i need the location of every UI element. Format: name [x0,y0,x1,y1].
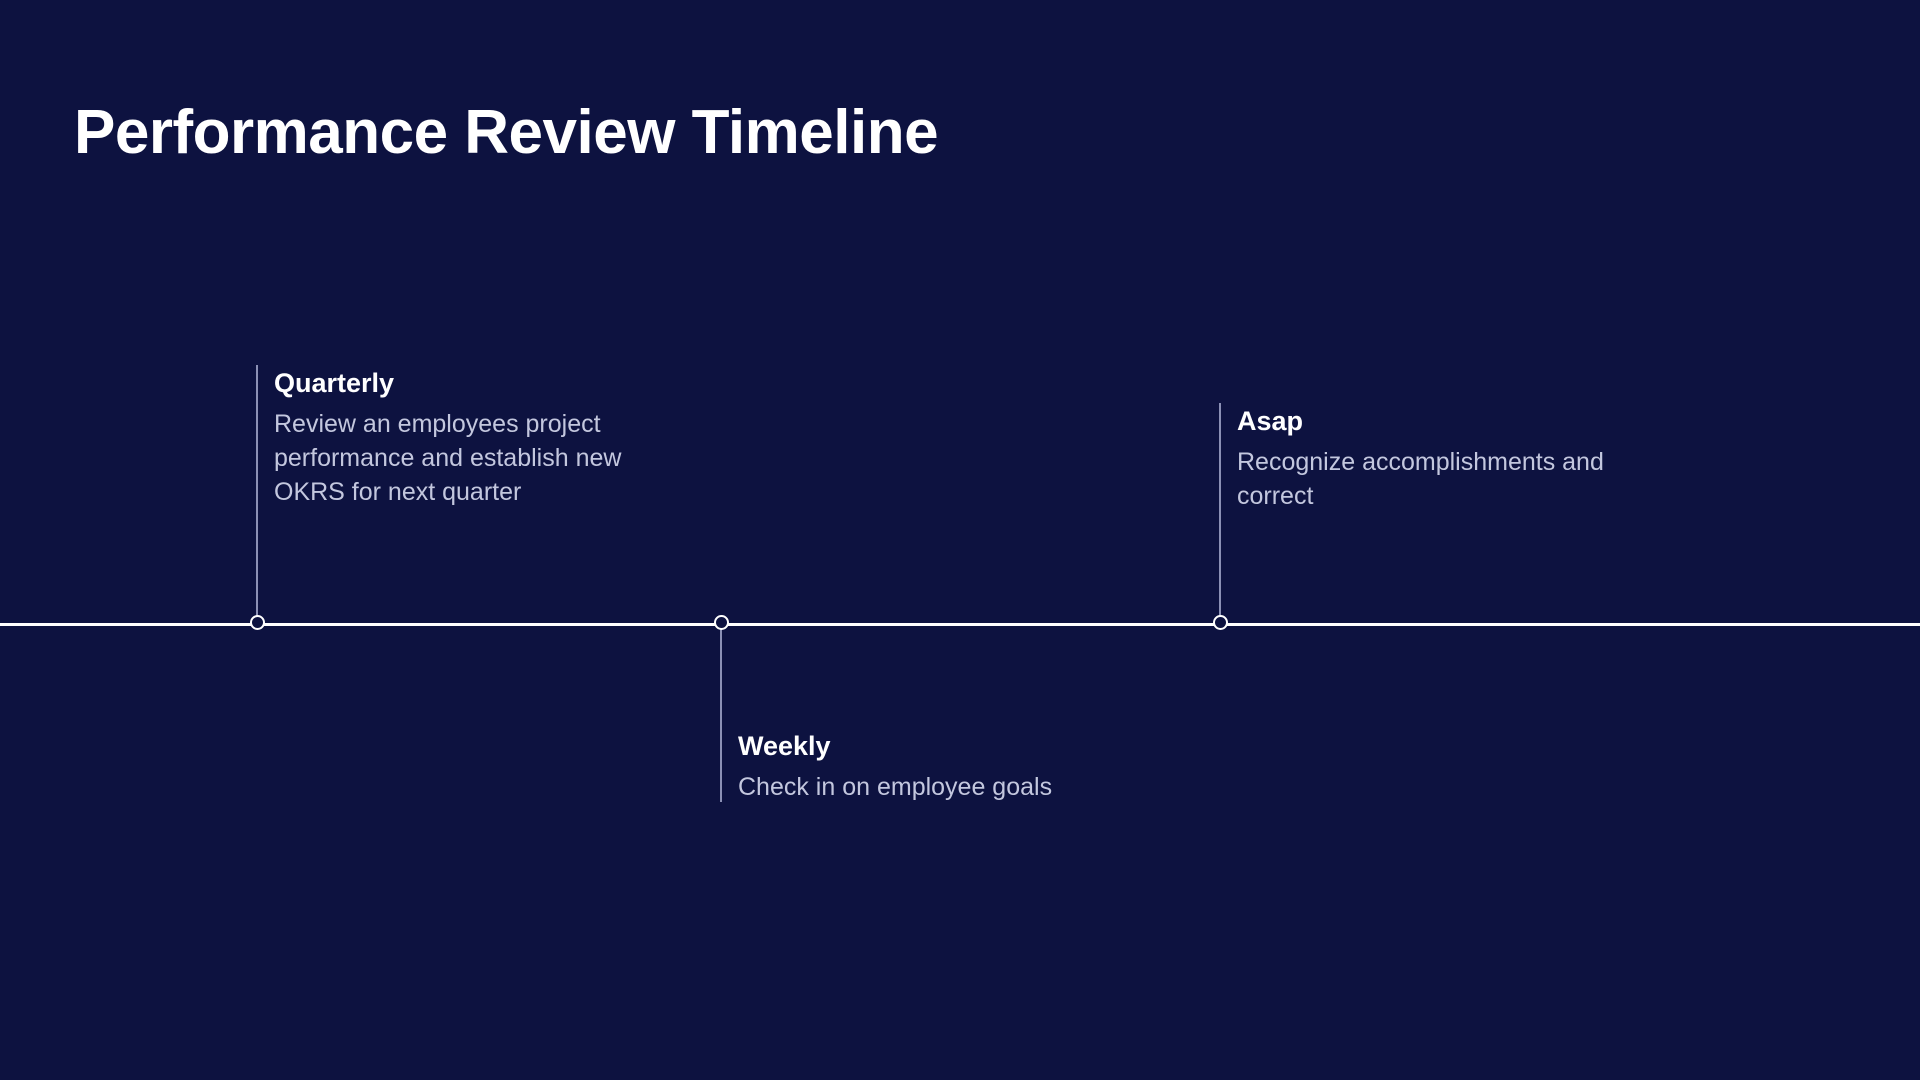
timeline-marker-asap[interactable] [1213,615,1228,630]
timeline-event-description-asap: Recognize accomplishments and correct [1237,448,1604,511]
timeline-event-content-asap: Asap Recognize accomplishments and corre… [1237,405,1667,513]
timeline-event-label-weekly: Weekly [738,731,831,761]
timeline-connector-weekly [720,628,722,802]
timeline-event-label-asap: Asap [1237,406,1304,436]
timeline-marker-quarterly[interactable] [250,615,265,630]
timeline-connector-quarterly [256,365,258,621]
timeline-event-description-weekly: Check in on employee goals [738,773,1053,802]
timeline-event-content-weekly: Weekly Check in on employee goals [738,730,1158,804]
timeline-axis [0,623,1920,626]
timeline-event-content-quarterly: Quarterly Review an employees project pe… [274,367,694,509]
timeline-marker-weekly[interactable] [714,615,729,630]
timeline-connector-asap [1219,403,1221,621]
timeline-event-label-quarterly: Quarterly [274,368,395,398]
page-title: Performance Review Timeline [74,97,939,167]
timeline-event-description-quarterly: Review an employees project performance … [274,410,622,507]
